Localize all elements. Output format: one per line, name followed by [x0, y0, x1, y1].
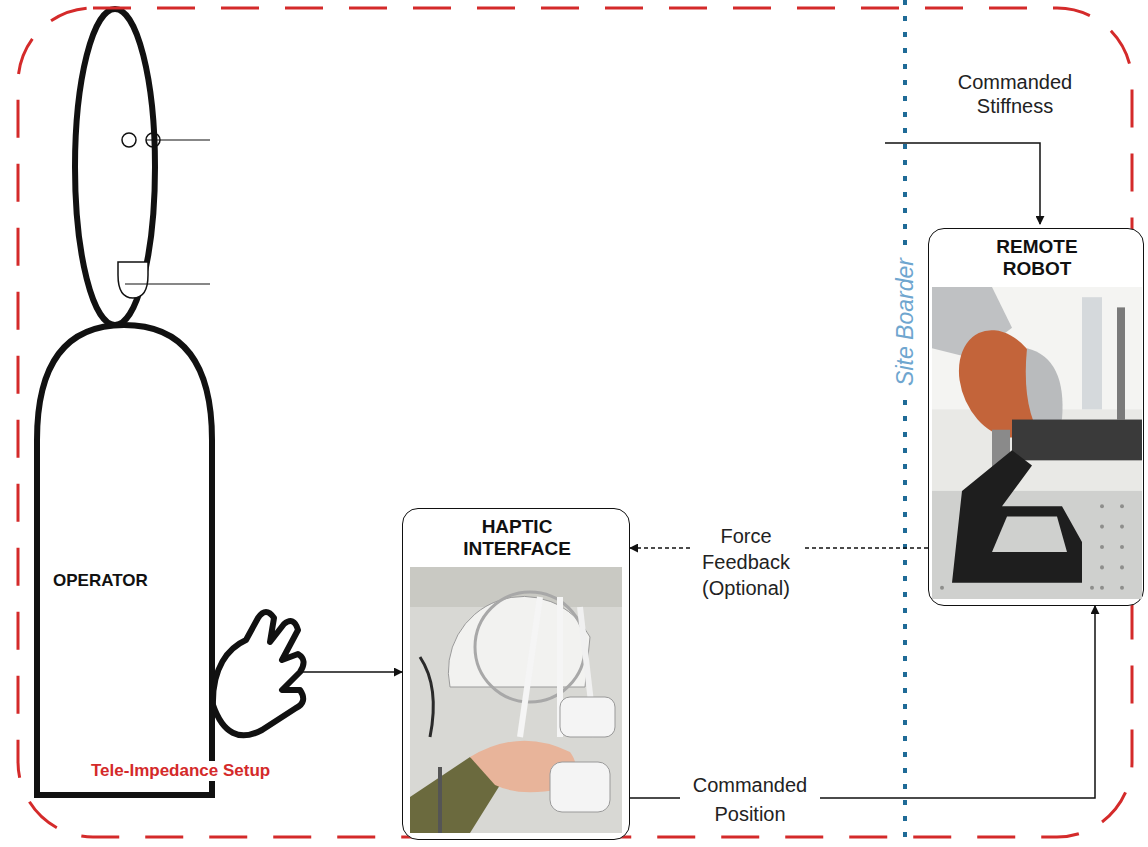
eye-leader: [146, 139, 210, 140]
operator-label: OPERATOR: [53, 571, 148, 591]
operator-node: OPERATOR: [37, 325, 302, 795]
operator-head: [75, 9, 155, 325]
region-label: Tele-Impedance Setup: [88, 761, 273, 781]
operator-body: [37, 325, 212, 795]
edge-label: Force Feedback (Optional): [690, 523, 802, 601]
stiffness-leader: [885, 143, 1040, 224]
site-border-label: Site Boarder: [892, 254, 919, 390]
photo-frame: [410, 567, 622, 833]
stiffness-label: Commanded Stiffness: [935, 70, 1095, 118]
site-border-line: [903, 0, 907, 847]
edge-label: Commanded Position: [680, 771, 820, 829]
signal-arrow: [302, 671, 402, 673]
robot-photo: [932, 287, 1142, 599]
photo-frame: [932, 287, 1142, 599]
operator-mouth: [118, 262, 148, 298]
region-outline: Tele-Impedance Setup OPERATOR HAPTIC INTER…: [15, 5, 1135, 840]
device-box: HAPTIC INTERFACE: [402, 508, 630, 840]
operator-hand: [213, 612, 304, 735]
signal-arrow: [630, 606, 1095, 798]
robot-box: REMOTE ROBOT: [928, 228, 1144, 606]
box-title: REMOTE ROBOT: [982, 236, 1092, 280]
box-title: HAPTIC INTERFACE: [447, 516, 587, 560]
operator-eye: [122, 133, 136, 147]
mouth-leader: [125, 283, 210, 284]
haptic-photo: [410, 567, 622, 833]
